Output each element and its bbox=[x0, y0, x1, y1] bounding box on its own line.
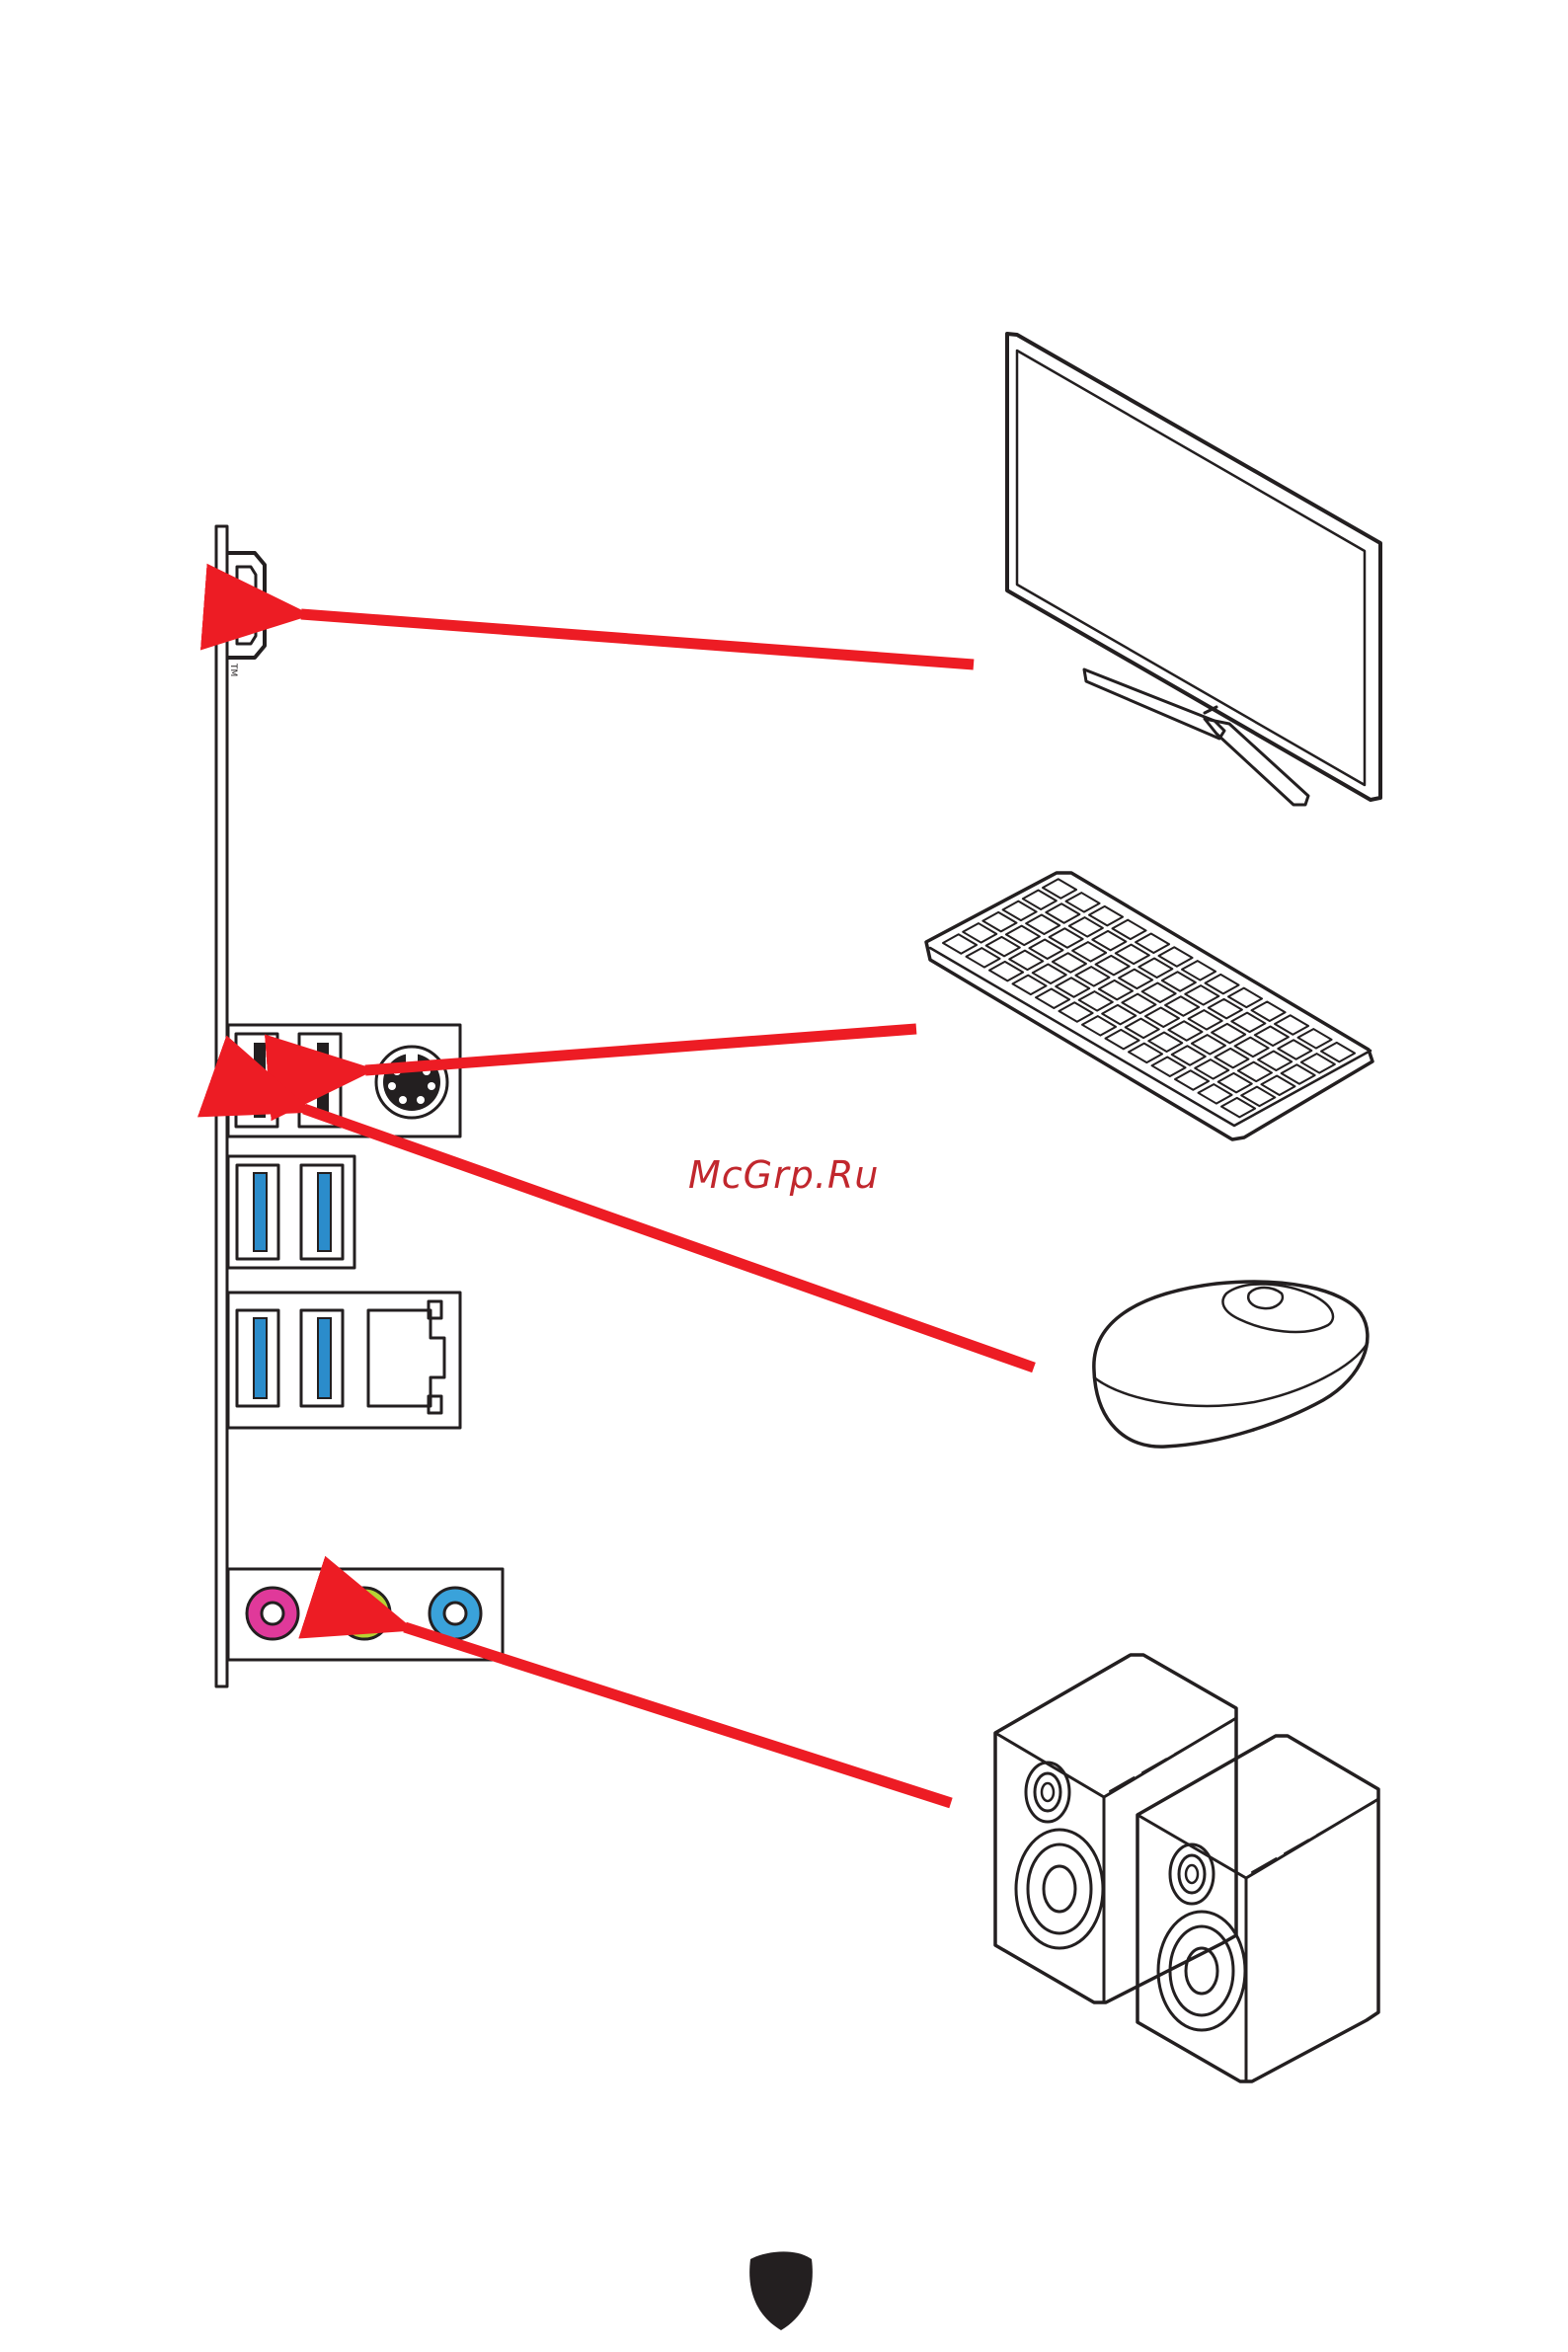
io-bracket bbox=[216, 526, 227, 1686]
arrow-keyboard-to-usb bbox=[365, 1029, 916, 1070]
audio-mic-in[interactable] bbox=[247, 1588, 298, 1639]
monitor bbox=[1007, 334, 1380, 805]
connection-arrows bbox=[301, 614, 1034, 1803]
lan-port[interactable] bbox=[368, 1301, 444, 1413]
arrow-speakers-to-audio bbox=[405, 1627, 951, 1803]
io-panel: TM bbox=[216, 526, 503, 1686]
hdmi-port[interactable]: TM bbox=[228, 553, 265, 676]
audio-line-out[interactable] bbox=[339, 1588, 390, 1639]
ps2-port[interactable] bbox=[376, 1047, 447, 1118]
brand-shield-logo bbox=[749, 2251, 813, 2330]
speaker-left bbox=[995, 1655, 1236, 2002]
usb3-port-1[interactable] bbox=[237, 1165, 278, 1259]
keyboard-keys bbox=[943, 879, 1355, 1117]
hdmi-trademark: TM bbox=[228, 663, 238, 676]
arrow-monitor-to-hdmi bbox=[301, 614, 974, 665]
usb3-port-4[interactable] bbox=[301, 1310, 343, 1406]
usb3-block-top bbox=[228, 1156, 354, 1268]
usb3-port-2[interactable] bbox=[301, 1165, 343, 1259]
speaker-right bbox=[1137, 1736, 1378, 2081]
audio-line-in[interactable] bbox=[430, 1588, 481, 1639]
speakers bbox=[995, 1655, 1378, 2081]
keyboard bbox=[926, 873, 1372, 1139]
mouse bbox=[1094, 1282, 1368, 1447]
usb3-port-3[interactable] bbox=[237, 1310, 278, 1406]
usb2-port-left[interactable] bbox=[236, 1034, 277, 1127]
usb3-lan-block bbox=[228, 1293, 460, 1428]
arrow-mouse-to-usb bbox=[304, 1109, 1034, 1368]
watermark-text: McGrp.Ru bbox=[688, 1153, 879, 1197]
